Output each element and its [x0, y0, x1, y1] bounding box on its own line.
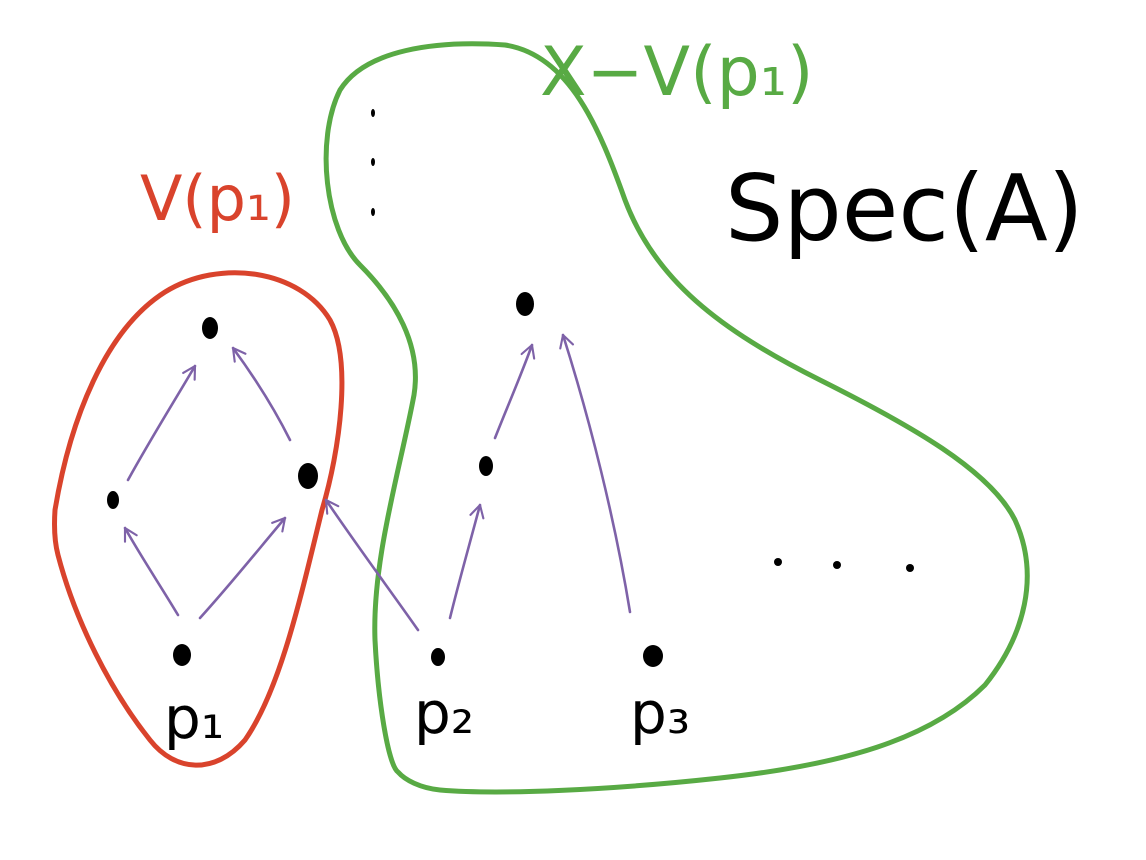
- arrow-p1-to-left-node: [123, 526, 180, 617]
- p2-label: p₂: [414, 679, 474, 747]
- point-p3: [643, 645, 663, 667]
- mid-point-green: [479, 456, 493, 476]
- red-region-label: V(p₁): [140, 162, 295, 235]
- spec-label: Spec(A): [725, 155, 1084, 262]
- arrow-mid-node-to-top-node: [493, 343, 536, 440]
- p3-label: p₃: [630, 679, 690, 747]
- points-group: [107, 109, 914, 667]
- arrow-p2-to-mid-node: [448, 503, 485, 620]
- left-point-red: [107, 491, 119, 509]
- green-region-label: X−V(p₁): [540, 33, 814, 112]
- vertical-dot-2: [371, 158, 375, 166]
- arrow-p1-to-right-node: [198, 516, 287, 620]
- arrow-right-node-to-top-node: [231, 346, 292, 442]
- arrow-p3-to-top-node: [559, 333, 632, 614]
- vertical-dot-3: [371, 208, 375, 216]
- horizontal-dot-2: [833, 561, 841, 569]
- point-p2: [431, 648, 445, 666]
- point-p1: [173, 644, 191, 666]
- arrow-left-node-to-top-node: [126, 364, 197, 482]
- arrows-group: [123, 333, 632, 632]
- green-region-outline: [323, 41, 1030, 795]
- arrow-p2-to-right-node: [324, 498, 420, 632]
- horizontal-dot-3: [906, 564, 914, 572]
- right-point-red: [298, 463, 318, 489]
- red-region-outline: [51, 270, 345, 768]
- top-point-green: [516, 292, 534, 316]
- vertical-dot-1: [371, 109, 375, 117]
- top-point-red: [202, 317, 218, 339]
- horizontal-dot-1: [774, 558, 782, 566]
- p1-label: p₁: [164, 684, 224, 752]
